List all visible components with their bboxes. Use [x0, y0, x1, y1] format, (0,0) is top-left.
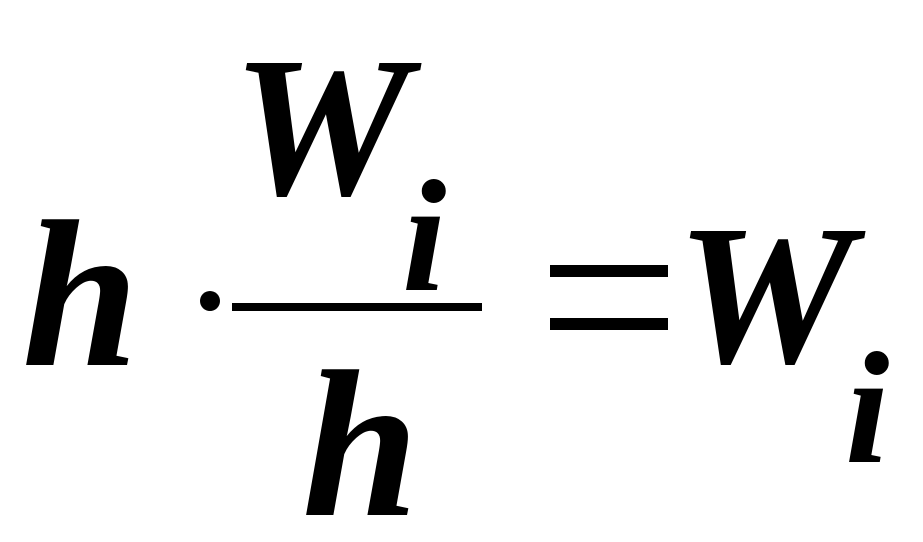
numerator-subscript-i: i: [402, 147, 447, 325]
equals-sign-bottom-bar: [550, 318, 668, 330]
rhs-subscript-i: i: [845, 319, 890, 497]
equals-sign-top-bar: [550, 265, 668, 277]
denominator-symbol-h: h: [302, 329, 419, 542]
lhs-variable-h: h: [22, 179, 139, 411]
multiplication-dot: [200, 291, 220, 311]
numerator-symbol-w: W: [232, 17, 410, 238]
rhs-symbol-w: W: [676, 185, 854, 406]
fraction-bar: [232, 303, 482, 311]
